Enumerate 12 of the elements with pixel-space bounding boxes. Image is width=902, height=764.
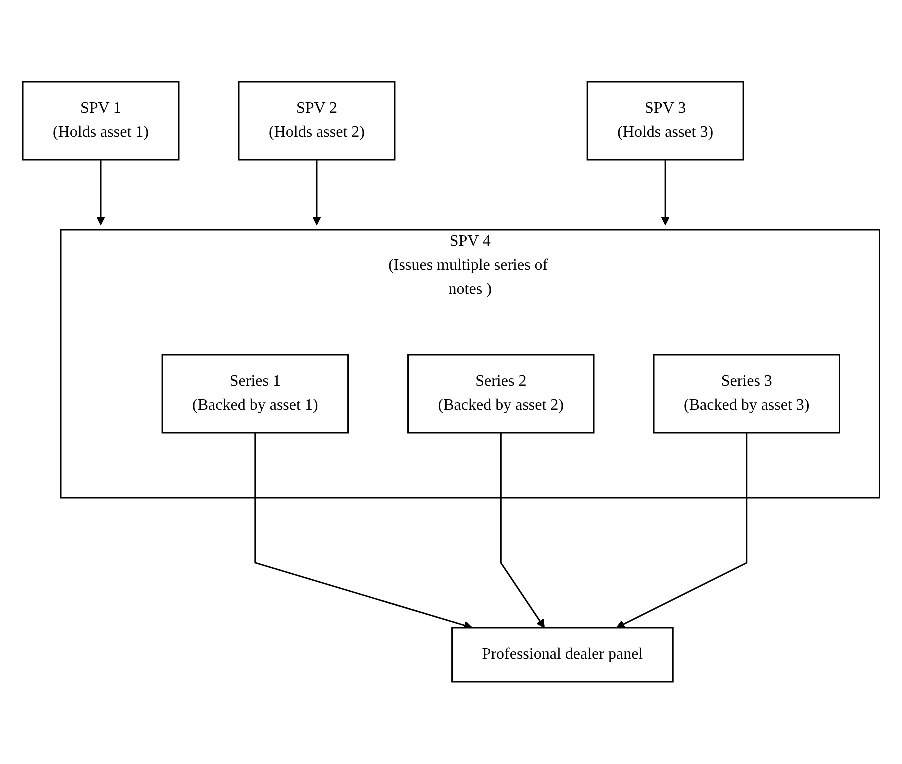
arrow <box>500 433 545 628</box>
arrow <box>312 160 321 226</box>
node-box: SPV 3 (Holds asset 3) <box>586 81 744 161</box>
arrow <box>96 160 106 226</box>
node-box: Series 2 (Backed by asset 2) <box>407 354 594 434</box>
arrow <box>616 433 748 628</box>
node-box: SPV 1 (Holds asset 1) <box>22 81 180 161</box>
node-box: Professional dealer panel <box>451 627 674 683</box>
arrow <box>660 160 670 226</box>
node-box: Series 3 (Backed by asset 3) <box>652 354 840 434</box>
node-box: SPV 2 (Holds asset 2) <box>238 81 396 161</box>
node-box: Series 1 (Backed by asset 1) <box>161 354 349 434</box>
